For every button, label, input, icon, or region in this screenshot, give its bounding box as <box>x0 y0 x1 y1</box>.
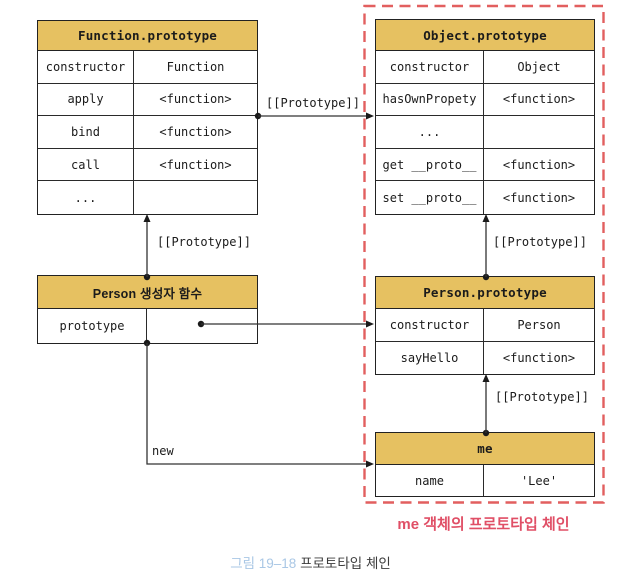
property-value: Object <box>517 59 561 74</box>
arrow-function-to-object <box>254 112 374 120</box>
property-value: 'Lee' <box>520 473 558 488</box>
arrow-right-icon <box>366 320 374 328</box>
prototype-chain-label: me 객체의 프로토타입 체인 <box>397 516 570 533</box>
figure-title: 프로토타입 체인 <box>300 556 391 571</box>
property-value: <function> <box>159 157 232 172</box>
arrow-up-icon <box>143 214 151 222</box>
table-row: sayHello <function> <box>376 341 594 374</box>
arrow-up-icon <box>482 374 490 382</box>
table-person-constructor: Person 생성자 함수 prototype <box>37 275 258 344</box>
table-title: me <box>376 433 594 465</box>
property-value <box>147 309 257 343</box>
property-key: apply <box>38 83 134 116</box>
prototype-link-label-right-bottom: [[Prototype]] <box>495 390 589 404</box>
property-key: constructor <box>38 51 134 83</box>
property-key: call <box>38 148 134 181</box>
prototype-link-label-left: [[Prototype]] <box>157 235 251 249</box>
property-key: constructor <box>376 309 484 341</box>
table-me: me name 'Lee' <box>375 432 595 497</box>
property-value: <function> <box>502 350 576 365</box>
table-object-prototype: Object.prototype constructor Object hasO… <box>375 19 595 215</box>
property-key: get __proto__ <box>376 148 484 181</box>
arrow-me-to-person-prototype <box>482 374 490 437</box>
property-value: Function <box>166 59 225 74</box>
table-row: apply <function> <box>38 83 257 117</box>
property-key: prototype <box>38 309 147 343</box>
property-value: <function> <box>502 190 576 205</box>
property-value <box>484 116 594 148</box>
table-title: Object.prototype <box>376 20 594 51</box>
property-key: hasOwnPropety <box>376 83 484 116</box>
property-key: name <box>376 465 484 496</box>
property-key: ... <box>376 116 484 148</box>
figure-caption: 그림 19–18 프로토타입 체인 <box>0 552 621 572</box>
table-row: constructor Person <box>376 309 594 342</box>
table-row: set __proto__ <function> <box>376 181 594 214</box>
table-row: constructor Function <box>38 51 257 84</box>
table-row: constructor Object <box>376 51 594 84</box>
arrow-right-icon <box>366 460 374 468</box>
property-key: bind <box>38 116 134 148</box>
property-value: <function> <box>159 124 232 139</box>
property-key: set __proto__ <box>376 181 484 214</box>
table-title: Function.prototype <box>38 21 257 51</box>
table-row: get __proto__ <function> <box>376 148 594 182</box>
new-operator-label: new <box>152 444 174 458</box>
table-row: name 'Lee' <box>376 465 594 496</box>
arrow-up-icon <box>482 214 490 222</box>
arrow-person-prototype-to-object-prototype <box>482 214 490 281</box>
figure-number: 그림 19–18 <box>230 556 297 571</box>
property-value: <function> <box>159 92 232 107</box>
table-row: ... <box>376 116 594 149</box>
table-title: Person 생성자 함수 <box>38 276 257 309</box>
table-title: Person.prototype <box>376 277 594 309</box>
property-value <box>134 181 257 214</box>
arrow-new-to-me <box>143 339 374 468</box>
property-value: Person <box>517 317 561 332</box>
property-key: sayHello <box>376 341 484 374</box>
table-row: bind <function> <box>38 116 257 149</box>
arrow-person-to-function-prototype <box>143 214 151 281</box>
prototype-link-label-top: [[Prototype]] <box>266 96 360 110</box>
table-row: hasOwnPropety <function> <box>376 83 594 117</box>
table-row: call <function> <box>38 148 257 182</box>
table-function-prototype: Function.prototype constructor Function … <box>37 20 258 215</box>
table-person-prototype: Person.prototype constructor Person sayH… <box>375 276 595 375</box>
property-value: <function> <box>502 157 576 172</box>
property-key: ... <box>38 181 134 214</box>
table-row: ... <box>38 181 257 214</box>
property-key: constructor <box>376 51 484 83</box>
arrow-right-icon <box>366 112 374 120</box>
prototype-link-label-right-top: [[Prototype]] <box>493 235 587 249</box>
property-value: <function> <box>502 92 576 107</box>
table-row: prototype <box>38 309 257 343</box>
